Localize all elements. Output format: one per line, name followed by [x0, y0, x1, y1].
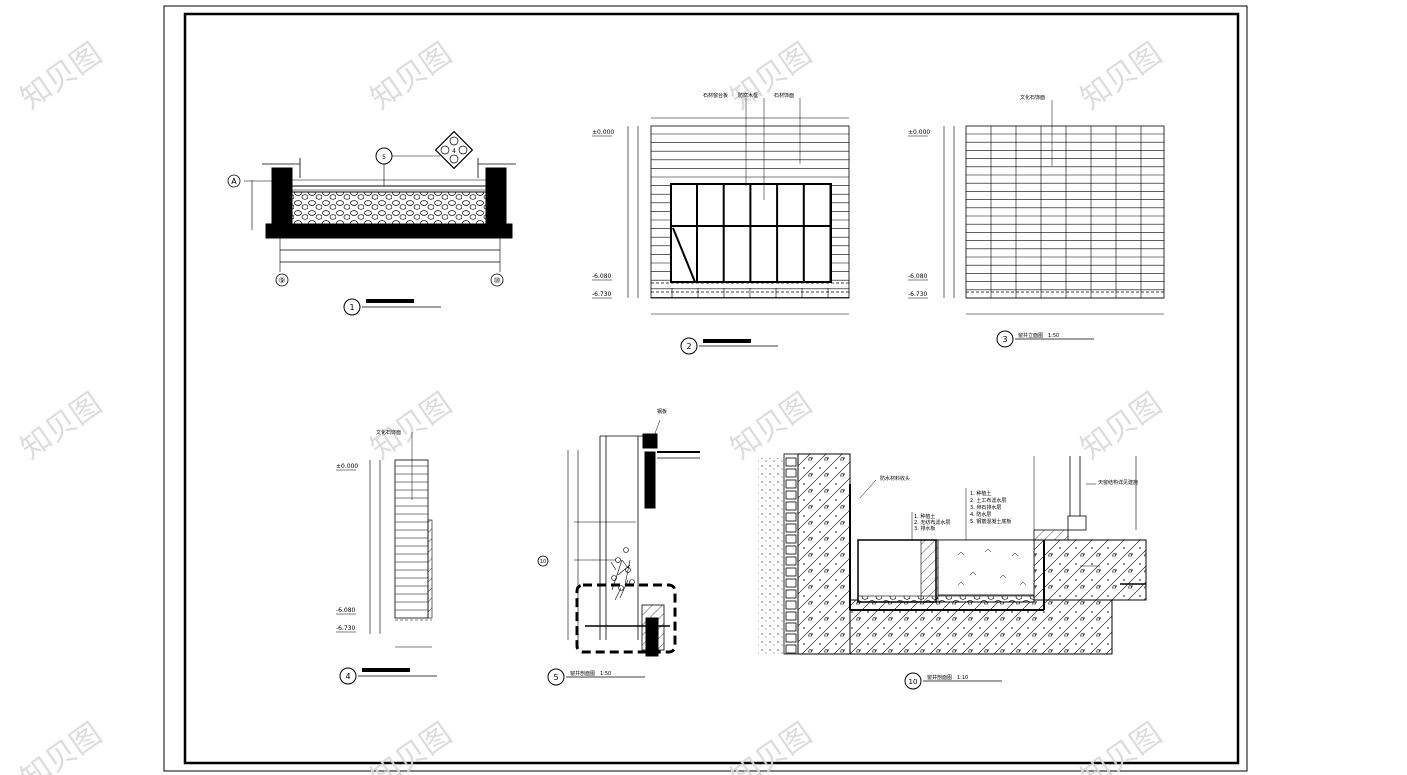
level-label: ±0.000 — [336, 463, 358, 470]
block-unit — [785, 556, 797, 566]
level-label: ±0.000 — [592, 129, 614, 136]
watermark: 知贝图 — [725, 716, 819, 775]
level-label: -6.730 — [336, 625, 356, 632]
block-unit — [785, 611, 797, 621]
watermark: 知贝图 — [1075, 716, 1169, 775]
block-unit — [785, 512, 797, 522]
drawing-number: 2 — [686, 342, 691, 351]
block-unit — [785, 589, 797, 599]
drawing-number-circle — [339, 667, 357, 685]
drawing-title: 窗井剖面图 1:50 — [570, 670, 611, 677]
material-label: 防腐木框 — [738, 92, 758, 99]
material-label: 防水材料收头 — [880, 475, 910, 482]
drawing-number-circle — [547, 668, 565, 686]
watermark: 知贝图 — [15, 716, 109, 775]
watermark: 知贝图 — [15, 386, 109, 466]
drawing-4-elevation — [336, 432, 437, 685]
drawing-number-circle — [904, 672, 922, 690]
watermark: 知贝图 — [365, 716, 459, 775]
callout-number: 4 — [452, 148, 456, 155]
layer-note: 2. 无纺布滤水层 — [914, 519, 950, 526]
grid-label-right: ⑩ — [493, 276, 500, 285]
block-unit — [785, 523, 797, 533]
drawing-number: 3 — [1002, 335, 1007, 344]
drawing-title: 窗井立面图 1:50 — [1018, 332, 1059, 339]
level-label: ±0.000 — [908, 129, 930, 136]
sheet-outer-border — [163, 5, 1248, 772]
drawing-3-elevation — [908, 100, 1165, 348]
layer-note: 1. 种植土 — [970, 490, 991, 497]
drawing-number-circle — [680, 337, 698, 355]
material-label: 钢板 — [657, 408, 667, 415]
drawing-number: 5 — [553, 673, 558, 682]
drawing-number: 4 — [345, 672, 350, 681]
course-line — [672, 227, 696, 283]
layer-note: 3. 卵石排水层 — [970, 504, 1001, 511]
layer-note: 2. 土工布滤水层 — [970, 497, 1006, 504]
watermark: 知贝图 — [365, 36, 459, 116]
block-unit — [785, 479, 797, 489]
detail-callout — [537, 555, 549, 567]
grid-marker — [490, 273, 504, 287]
detail-callout-number: 10 — [540, 559, 546, 565]
grid-label-row: A — [231, 177, 237, 186]
block-unit — [785, 633, 797, 643]
level-label: -6.080 — [592, 273, 612, 280]
layer-note: 1. 种植土 — [914, 513, 935, 520]
drawing-5-section — [537, 419, 700, 686]
block-unit — [785, 622, 797, 632]
material-label: 文化石饰面 — [1020, 94, 1045, 101]
level-label: -6.080 — [908, 273, 928, 280]
material-label: 文化石饰面 — [376, 429, 401, 436]
layer-note: 3. 排水板 — [914, 525, 935, 532]
block-unit — [785, 578, 797, 588]
block-unit — [785, 490, 797, 500]
block-unit — [785, 600, 797, 610]
block-unit — [785, 567, 797, 577]
layer-note: 5. 钢筋混凝土底板 — [970, 518, 1011, 525]
watermark: 知贝图 — [1075, 36, 1169, 116]
sheet-inner-border — [183, 12, 1240, 765]
drawing-1-plan — [227, 130, 516, 316]
drawing-2-elevation — [592, 98, 850, 355]
watermark: 知贝图 — [1075, 386, 1169, 466]
level-label: -6.080 — [336, 607, 356, 614]
drawing-number: 1 — [349, 303, 354, 312]
layer-note: 4. 防水层 — [970, 511, 991, 518]
callout-number: 5 — [382, 154, 386, 161]
watermark: 知贝图 — [365, 386, 459, 466]
block-unit — [785, 545, 797, 555]
drawing-title: 窗井剖面图 1:10 — [927, 674, 968, 681]
grid-marker — [227, 174, 241, 188]
block-unit — [785, 457, 797, 467]
block-unit — [785, 534, 797, 544]
block-unit — [785, 501, 797, 511]
grid-marker — [275, 273, 289, 287]
block-unit — [785, 468, 797, 478]
drawing-10-detail — [758, 453, 1147, 690]
block-unit — [785, 644, 797, 654]
drawing-number-circle — [343, 298, 361, 316]
watermark-layer: 知贝图 知贝图 知贝图 知贝图 知贝图 知贝图 知贝图 知贝图 知贝图 知贝图 … — [15, 36, 1169, 775]
level-label: -6.730 — [908, 291, 928, 298]
grid-label-left: ⑨ — [278, 276, 285, 285]
level-label: -6.730 — [592, 291, 612, 298]
drawing-number: 10 — [909, 678, 918, 686]
drawing-number-circle — [996, 330, 1014, 348]
material-label: 天窗结构详见建施 — [1098, 479, 1138, 486]
watermark: 知贝图 — [15, 36, 109, 116]
watermark: 知贝图 — [725, 36, 819, 116]
material-label: 石材窗台板 — [703, 92, 728, 99]
material-label: 石材饰面 — [774, 92, 794, 99]
